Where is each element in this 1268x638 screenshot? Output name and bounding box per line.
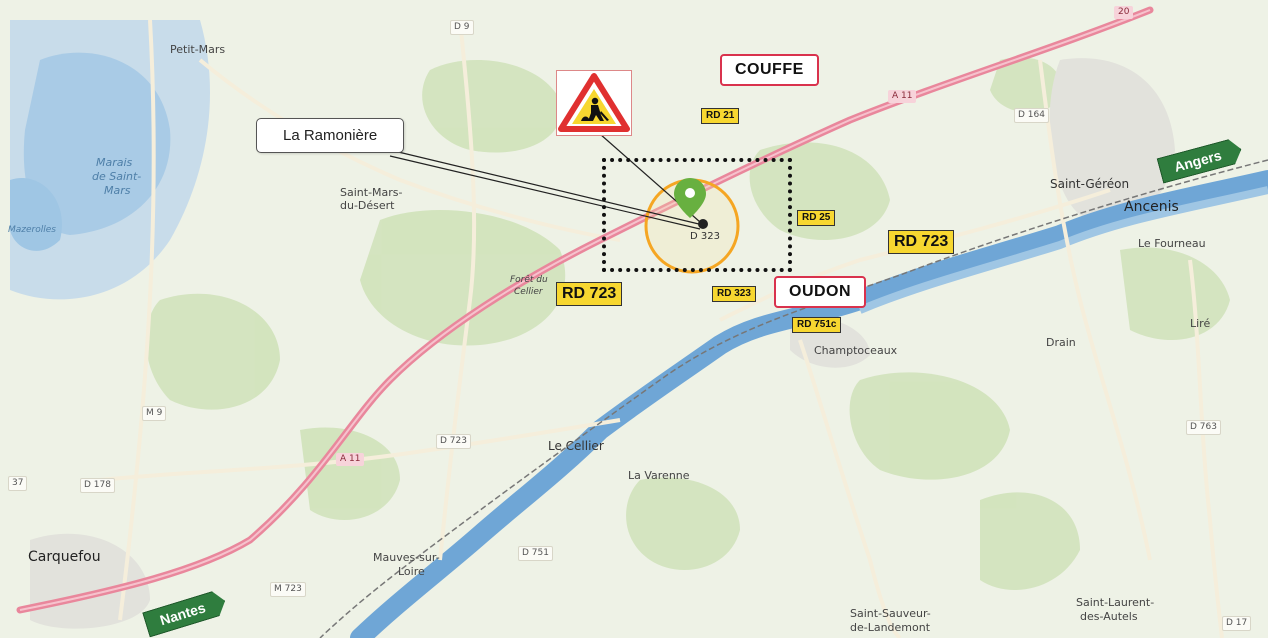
place-champtoceaux: Champtoceaux	[814, 344, 898, 357]
callout-la-ramoniere: La Ramonière	[256, 118, 405, 153]
road-label-d164: D 164	[1014, 108, 1049, 123]
water-marais-line1: Marais	[96, 156, 133, 169]
place-lire: Liré	[1190, 317, 1211, 330]
place-petit-mars: Petit-Mars	[170, 43, 226, 56]
road-label-d9: D 9	[450, 20, 474, 35]
road-works-warning-sign-icon	[556, 70, 632, 136]
place-foret-line2: Cellier	[514, 287, 543, 297]
loire-channel	[858, 186, 1268, 314]
road-label-d751: D 751	[518, 546, 553, 561]
road-label-d178: D 178	[80, 478, 115, 493]
annotation-rd21: RD 21	[701, 108, 740, 124]
road-label-37: 37	[8, 476, 28, 491]
place-saint-sauveur-line1: Saint-Sauveur-	[850, 607, 931, 620]
secondary-roads	[99, 19, 1224, 638]
road-label-d763: D 763	[1186, 420, 1221, 435]
place-foret-line1: Forêt du	[510, 275, 548, 285]
place-saint-mars-du-desert-line2: du-Désert	[340, 199, 395, 212]
commune-label-couffe: COUFFE	[720, 54, 819, 86]
road-label-d17: D 17	[1222, 616, 1252, 631]
place-drain: Drain	[1046, 336, 1076, 349]
road-label-m723: M 723	[270, 582, 306, 597]
place-le-cellier: Le Cellier	[548, 439, 604, 453]
water-marais-line2: de Saint-	[92, 170, 142, 183]
forest-areas	[146, 57, 1230, 590]
callout-leader-line	[389, 149, 704, 226]
place-saint-gereon: Saint-Géréon	[1050, 177, 1130, 191]
place-saint-mars-du-desert-line1: Saint-Mars-	[340, 186, 403, 199]
annotation-rd723-east: RD 723	[888, 230, 955, 254]
road-label-d723: D 723	[436, 434, 471, 449]
road-label-a11-east: A 11	[888, 90, 917, 103]
annotation-rd723-west: RD 723	[556, 282, 623, 306]
marsh-water	[23, 52, 171, 235]
place-saint-laurent-line1: Saint-Laurent-	[1076, 596, 1155, 609]
place-saint-sauveur-line2: de-Landemont	[850, 621, 931, 634]
road-label-m9: M 9	[142, 406, 167, 421]
place-mauves-line2: Loire	[398, 565, 425, 578]
railway-line	[319, 159, 1268, 638]
road-label-d323: D 323	[690, 231, 720, 242]
road-label-a11-west: A 11	[336, 453, 365, 466]
commune-label-oudon: OUDON	[774, 276, 867, 308]
water-marais-line3: Mars	[104, 184, 131, 197]
annotation-rd323: RD 323	[712, 286, 756, 302]
water-mazerolles: Mazerolles	[8, 225, 56, 235]
place-le-fourneau: Le Fourneau	[1138, 237, 1206, 250]
callout-leader-line-2	[389, 155, 701, 230]
annotation-rd751c: RD 751c	[792, 317, 842, 333]
annotation-rd25: RD 25	[797, 210, 836, 226]
road-label-a11-exit: 20	[1114, 6, 1134, 19]
worksite-point	[698, 219, 708, 229]
lake-mazerolles	[10, 178, 62, 251]
worksite-zone-frame	[602, 158, 792, 272]
place-la-varenne: La Varenne	[628, 469, 690, 482]
map-pin-icon[interactable]	[674, 178, 706, 218]
place-ancenis: Ancenis	[1124, 199, 1179, 215]
place-carquefou: Carquefou	[28, 549, 101, 565]
place-mauves-line1: Mauves-sur-	[373, 551, 440, 564]
place-saint-laurent-line2: des-Autels	[1080, 610, 1138, 623]
